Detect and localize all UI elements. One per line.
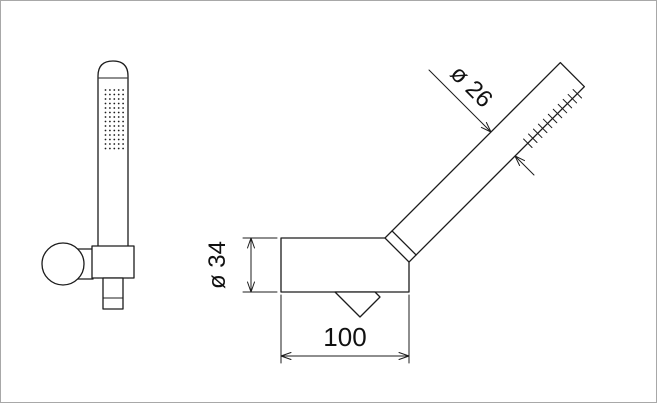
- handle-outline: [97, 60, 129, 279]
- hose-outlet: [334, 291, 381, 318]
- wall-knob: [41, 242, 85, 286]
- handshower-front-view: [41, 60, 135, 310]
- dim-label-holder-length: 100: [323, 322, 366, 352]
- arrow-downright-icon: [480, 122, 492, 133]
- dimension-holder-diameter: [242, 237, 278, 293]
- arrow-left-icon: [280, 352, 292, 360]
- object-lines: [41, 60, 586, 318]
- arrow-upleft-icon: [514, 155, 525, 166]
- dimension-lines: [242, 69, 535, 364]
- dim-label-holder-diameter: ø 34: [204, 241, 231, 289]
- dim-line-outer-lower: [514, 155, 535, 176]
- dimension-holder-length: [280, 294, 410, 364]
- handshower-side-view: [280, 61, 586, 318]
- dim-line-outer-upper: [428, 69, 492, 133]
- arrow-down-icon: [247, 281, 255, 293]
- spray-dots: [104, 89, 124, 150]
- spray-ticks: [523, 88, 583, 148]
- dimension-handle-diameter: [428, 69, 535, 176]
- holder-body: [280, 237, 410, 293]
- hose-connector: [102, 277, 124, 310]
- dim-label-handle-diameter: ø 26: [445, 60, 498, 113]
- arrow-right-icon: [398, 352, 410, 360]
- arrow-up-icon: [247, 237, 255, 249]
- handle-side-outline: [384, 61, 586, 263]
- angled-handle: [384, 61, 586, 263]
- holder-cuff: [91, 245, 135, 279]
- handle-joint-collar: [391, 230, 417, 256]
